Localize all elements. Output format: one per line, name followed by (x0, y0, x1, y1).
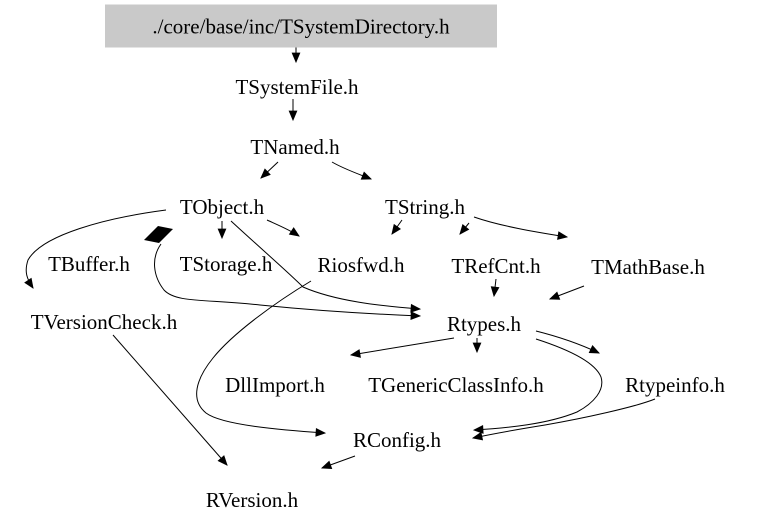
edge-tobject-rtypes (230, 220, 422, 313)
node-rtypeinfo[interactable]: Rtypeinfo.h (625, 373, 725, 397)
node-tsystemdirectory: ./core/base/inc/TSystemDirectory.h (105, 4, 497, 48)
edge-rtypes-rconfig (472, 338, 603, 434)
edge-riosfwd-rconfig (196, 280, 327, 437)
node-tobject[interactable]: TObject.h (179, 195, 265, 219)
edge-trefcnt-rtypes (490, 278, 500, 298)
node-tgenericclassinfo[interactable]: TGenericClassInfo.h (368, 373, 544, 397)
edge-tbuffer-rtypes (154, 243, 422, 321)
edge-tobject-tbuffer-mutual-arrowhead (144, 226, 173, 243)
node-tmathbase[interactable]: TMathBase.h (591, 255, 705, 279)
edge-rconfig-rversion (320, 455, 356, 469)
edge-rtypes-rtypeinfo (535, 330, 600, 354)
edge-tstring-riosfwd (391, 219, 403, 235)
edge-tmathbase-rtypes (548, 285, 585, 300)
node-rconfig[interactable]: RConfig.h (352, 428, 442, 452)
node-rversion[interactable]: RVersion.h (205, 488, 299, 512)
edge-tstring-trefcnt (459, 222, 470, 235)
edge-tobject-riosfwd (266, 219, 300, 237)
edge-rtypeinfo-rconfig (471, 398, 656, 441)
node-trefcnt[interactable]: TRefCnt.h (451, 254, 541, 278)
node-tbuffer[interactable]: TBuffer.h (48, 252, 130, 276)
edge-tobject-tversioncheck (24, 209, 167, 289)
node-riosfwd[interactable]: Riosfwd.h (317, 253, 405, 277)
node-dllimport[interactable]: DllImport.h (225, 373, 325, 397)
node-tstorage[interactable]: TStorage.h (179, 252, 273, 276)
node-tnamed[interactable]: TNamed.h (250, 135, 340, 159)
edge-tversioncheck-rversion (112, 334, 228, 466)
edge-tstring-tmathbase (473, 216, 569, 240)
node-tstring[interactable]: TString.h (385, 195, 465, 219)
edge-tnamed-tobject (260, 161, 279, 179)
node-tsystemfile[interactable]: TSystemFile.h (235, 75, 359, 99)
node-rtypes[interactable]: Rtypes.h (446, 312, 522, 336)
node-tversioncheck[interactable]: TVersionCheck.h (30, 310, 178, 334)
edge-rtypes-dllimport (349, 337, 455, 358)
edge-tnamed-tstring (331, 161, 373, 180)
